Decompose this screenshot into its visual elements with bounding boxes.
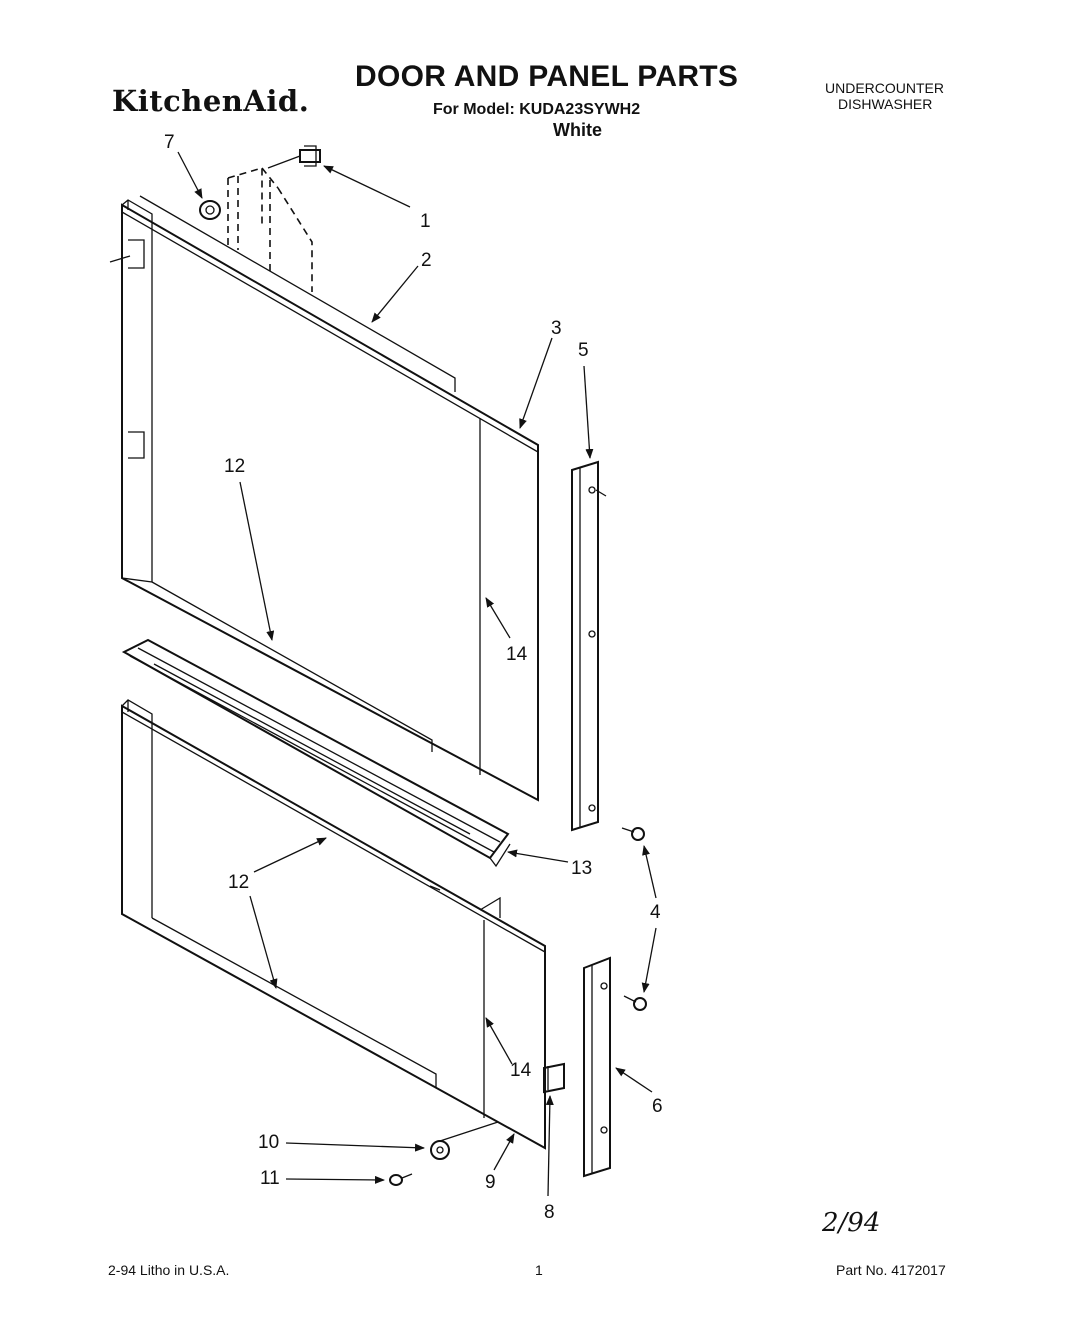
callout-1: 1 [420,211,431,232]
model-color: White [553,120,602,140]
callout-14-upper: 14 [506,644,528,665]
callout-11: 11 [260,1168,280,1189]
handwritten-date: 2/94 [822,1208,881,1238]
callout-2: 2 [421,250,432,271]
side-trim-part-6 [583,956,611,1178]
callout-9: 9 [485,1172,496,1193]
hinge-bracket-dashed [227,166,313,292]
callout-10: 10 [258,1132,279,1153]
screw-part-4-upper [621,827,645,841]
callout-4: 4 [650,902,661,923]
screw-part-4-lower [623,995,647,1011]
callout-6: 6 [652,1096,663,1117]
bracket-part-8 [543,1062,565,1094]
footer-print-info: 2-94 Litho in U.S.A. [108,1262,230,1278]
model-line: For Model: KUDA23SYWH2 [433,101,641,118]
callout-8: 8 [544,1202,555,1223]
screw-part-11 [389,1173,413,1186]
washer-part-10 [430,1140,450,1160]
callout-5: 5 [578,340,589,361]
category-line-1: UNDERCOUNTER [825,80,944,96]
page-number: 1 [535,1262,543,1278]
callout-12-lower: 12 [228,872,249,893]
callout-13: 13 [571,858,592,879]
leader-lines [177,151,657,1197]
callout-7: 7 [164,132,175,153]
callout-12-upper: 12 [224,456,245,477]
callout-14-lower: 14 [510,1060,532,1081]
side-trim-part-5 [571,460,607,832]
category-line-2: DISHWASHER [838,96,933,112]
part-number: Part No. 4172017 [836,1262,946,1278]
callout-numbers: 1 2 3 4 5 6 7 8 9 10 11 12 12 13 14 14 [164,132,663,1223]
lower-door-panel [121,699,546,1150]
upper-door-panel [109,195,539,802]
screw-part-1 [267,145,321,169]
page-title: DOOR AND PANEL PARTS [355,60,739,93]
callout-3: 3 [551,318,562,339]
brand-logo: KitchenAid. [112,84,310,118]
bumper-part-7 [199,200,221,220]
door-handle-part-13 [121,638,511,868]
